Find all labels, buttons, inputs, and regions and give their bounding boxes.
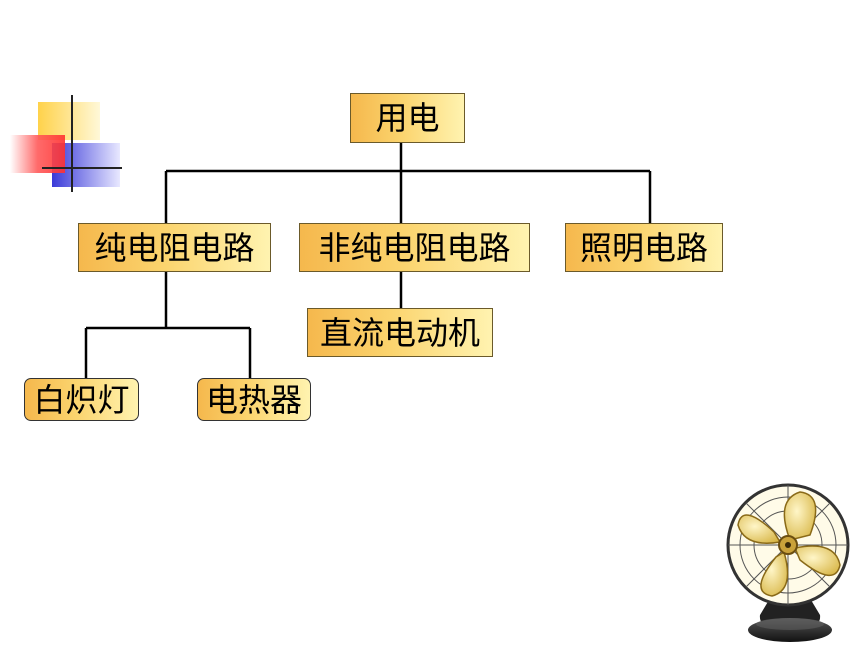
node-label: 白炽灯	[33, 380, 130, 419]
node-pure-resistive: 纯电阻电路	[78, 223, 271, 272]
node-dc-motor: 直流电动机	[307, 308, 493, 357]
node-nonpure-resistive: 非纯电阻电路	[299, 223, 530, 272]
node-root: 用电	[350, 93, 465, 143]
node-label: 纯电阻电路	[94, 228, 255, 267]
node-label: 非纯电阻电路	[318, 228, 511, 267]
node-label: 照明电路	[579, 228, 708, 267]
node-root-label: 用电	[375, 99, 440, 137]
node-lighting: 照明电路	[565, 223, 723, 272]
node-incandescent-lamp: 白炽灯	[24, 378, 139, 421]
node-label: 电热器	[205, 380, 302, 419]
node-label: 直流电动机	[319, 313, 480, 352]
corner-squares-icon	[10, 95, 122, 192]
node-electric-heater: 电热器	[197, 378, 311, 421]
